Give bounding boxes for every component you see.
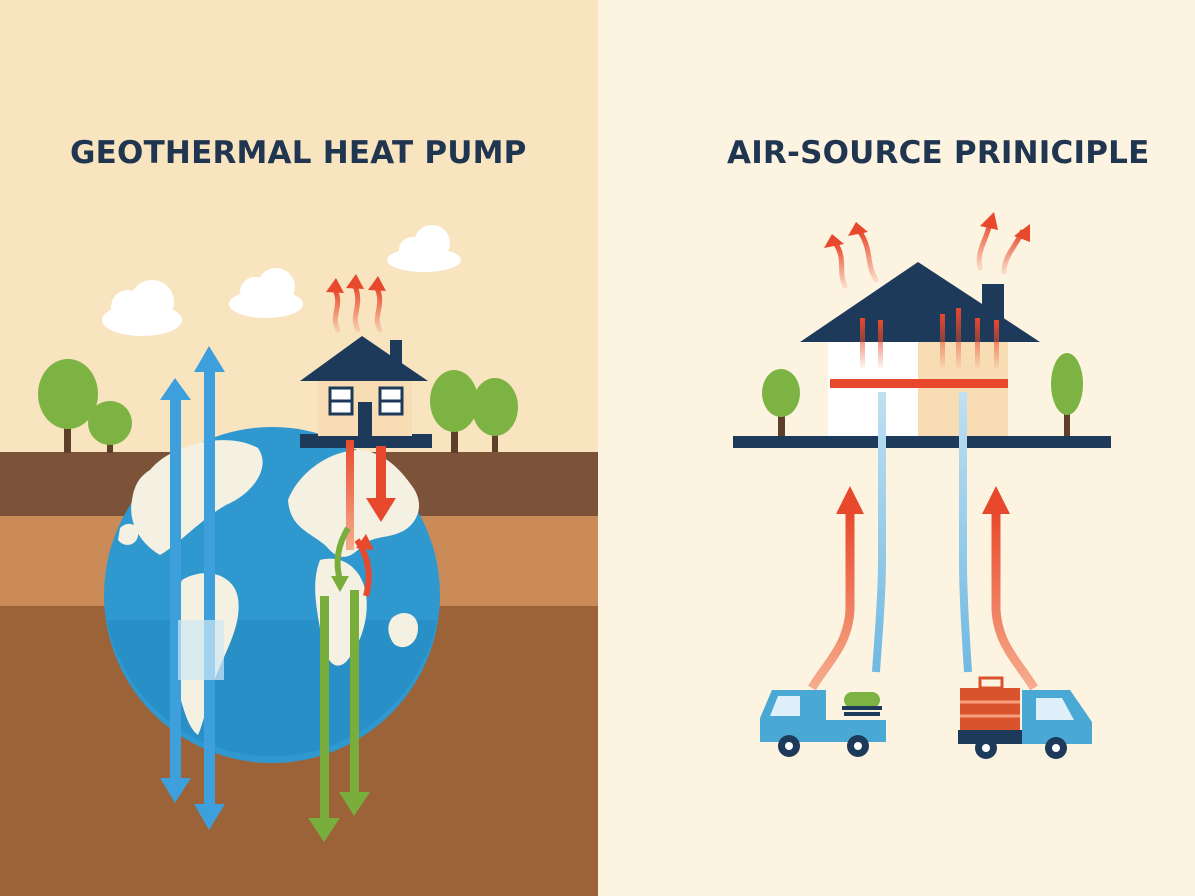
- truck-icon: [958, 676, 1092, 759]
- green-flow-arrows: [308, 526, 370, 842]
- tree-icon: [38, 359, 518, 453]
- cloud-icon: [102, 225, 461, 336]
- cool-blue-flow-arrows: [160, 346, 225, 830]
- truck-icon: [760, 690, 886, 757]
- geothermal-panel: [0, 0, 598, 896]
- geothermal-title: GEOTHERMAL HEAT PUMP: [70, 135, 527, 171]
- heat-wave-arrowheads: [326, 274, 386, 293]
- heat-wave-arrowheads: [824, 212, 1030, 248]
- house-icon: [733, 262, 1111, 448]
- air-source-panel: [598, 0, 1195, 896]
- air-source-title: AIR-SOURCE PRINICIPLE: [727, 135, 1150, 171]
- house-icon: [300, 336, 432, 448]
- tree-icon: [762, 353, 1083, 436]
- heat-red-flow-arrows: [346, 440, 396, 597]
- heat-wave-icon: [332, 283, 383, 333]
- globe-icon: [104, 427, 440, 763]
- air-flow-lines: [808, 392, 1038, 691]
